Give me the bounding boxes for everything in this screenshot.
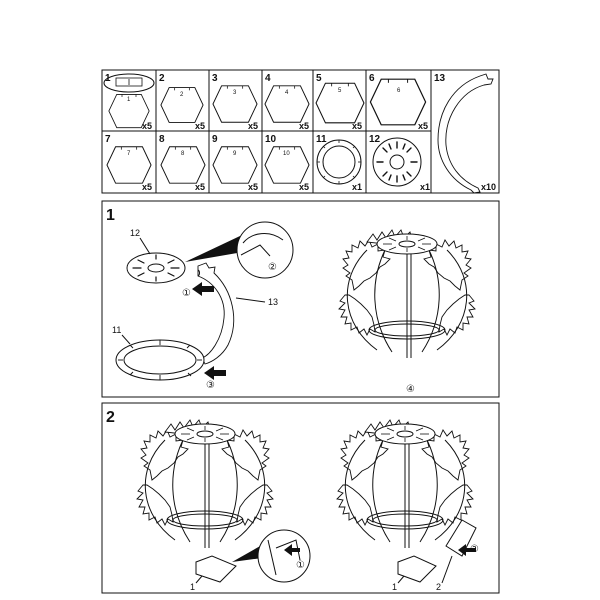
part-number: 2 (159, 73, 165, 84)
part-cell-1: 1 1 x5 (103, 73, 155, 131)
step-marker: ② (268, 262, 277, 273)
quantity: x5 (418, 121, 428, 131)
part-number: 5 (316, 73, 322, 84)
step-number: 1 (106, 207, 115, 224)
piece-label: 8 (181, 151, 185, 157)
zoom-detail (257, 529, 311, 583)
quantity: x5 (352, 121, 362, 131)
part-cell-7: 7 7 x5 (105, 134, 152, 192)
part-cell-13: 13 x10 (434, 73, 496, 194)
arrow-icon (192, 282, 214, 296)
arrow-icon (458, 544, 476, 556)
piece-label: 1 (127, 97, 131, 103)
part-cell-8: 8 8 x5 (159, 134, 206, 192)
step-marker: ② (470, 544, 479, 555)
part-number: 9 (212, 134, 218, 145)
step-marker: ① (296, 560, 305, 571)
quantity: x5 (195, 121, 205, 131)
callout-label: 1 (392, 582, 397, 592)
part-cell-2: 2 2 x5 (159, 73, 205, 131)
quantity: x5 (142, 182, 152, 192)
part-cell-10: 10 10 x5 (264, 134, 310, 192)
step-marker: ① (182, 288, 191, 299)
step-1-panel: 1 12 ② 13 ① (101, 200, 500, 398)
part-cell-5: 5 5 x5 (315, 73, 365, 131)
piece-label: 5 (338, 88, 342, 94)
zoom-pointer (232, 545, 262, 562)
piece-label: 6 (397, 88, 401, 94)
piece-label: 9 (233, 151, 237, 157)
callout-label: 2 (436, 582, 441, 592)
part-cell-4: 4 4 x5 (264, 73, 310, 131)
quantity: x5 (248, 121, 258, 131)
part-cell-6: 6 6 x5 (369, 73, 428, 131)
callout-label: 1 (190, 582, 195, 592)
part-cell-9: 9 9 x5 (212, 134, 258, 192)
hex-panel (397, 555, 437, 583)
arrow-icon (204, 366, 226, 380)
step-marker: ④ (406, 384, 415, 395)
highlight-ring (103, 73, 155, 93)
part-cell-3: 3 3 x5 (212, 73, 258, 131)
part-number: 12 (369, 134, 381, 145)
callout-label: 13 (268, 297, 278, 307)
callout-label: 11 (112, 325, 121, 335)
hex-panel (195, 555, 237, 583)
callout-label: 12 (130, 228, 140, 238)
quantity: x5 (299, 182, 309, 192)
arc-strut (197, 262, 235, 365)
hub-disc (126, 252, 186, 284)
quantity: x5 (248, 182, 258, 192)
quantity: x5 (195, 182, 205, 192)
quantity: x1 (420, 182, 430, 192)
quantity: x5 (299, 121, 309, 131)
hex-piece (369, 78, 427, 126)
hex-panel (445, 519, 477, 557)
step-marker: ③ (206, 380, 215, 391)
part-number: 10 (265, 134, 277, 145)
part-number: 7 (105, 134, 111, 145)
part-number: 4 (265, 73, 271, 84)
piece-label: 3 (233, 90, 237, 96)
piece-label: 4 (285, 90, 289, 96)
part-number: 8 (159, 134, 165, 145)
piece-label: 7 (127, 151, 131, 157)
part-number: 11 (316, 134, 327, 145)
parts-table: 1 1 x5 2 2 x5 3 3 x5 4 4 x5 (101, 69, 500, 194)
quantity: x10 (481, 182, 496, 192)
piece-label: 10 (283, 151, 290, 157)
part-cell-12: 12 x1 (369, 134, 430, 192)
part-number: 6 (369, 73, 375, 84)
arrow-icon (284, 544, 300, 556)
step-2-panel: 2 1 ① ② 1 2 (101, 402, 500, 594)
quantity: x5 (142, 121, 152, 131)
piece-label: 2 (180, 92, 184, 98)
step-number: 2 (106, 409, 115, 426)
part-number: 13 (434, 73, 446, 84)
arc-piece (437, 73, 494, 194)
quantity: x1 (352, 182, 362, 192)
part-number: 3 (212, 73, 218, 84)
part-cell-11: 11 x1 (316, 134, 362, 192)
zoom-pointer (185, 236, 243, 262)
